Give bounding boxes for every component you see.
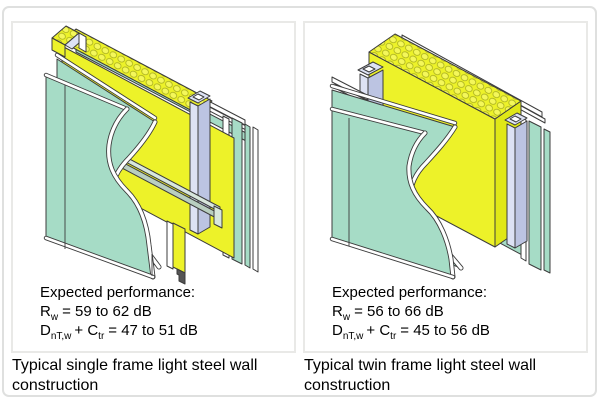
single-frame-wall-diagram xyxy=(43,25,259,285)
front-plasterboard-outer-layer xyxy=(43,72,156,280)
performance-block: Expected performance: Rw= 56 to 66 dB Dn… xyxy=(332,283,490,342)
base-track-detail xyxy=(176,268,186,285)
panel-single-frame: Expected performance: Rw= 59 to 62 dB Dn… xyxy=(11,21,296,353)
performance-block: Expected performance: Rw= 59 to 62 dB Dn… xyxy=(40,283,198,342)
head-track-detail xyxy=(51,25,87,58)
front-plasterboard-outer-layer xyxy=(329,106,456,280)
performance-title: Expected performance: xyxy=(40,284,196,301)
twin-frame-wall-diagram xyxy=(329,33,551,280)
steel-stud-right-frame xyxy=(504,112,528,249)
performance-rw-line: Rw= 59 to 62 dB xyxy=(40,303,152,323)
panel-twin-frame: Expected performance: Rw= 56 to 66 dB Dn… xyxy=(303,21,588,353)
performance-title: Expected performance: xyxy=(332,284,488,301)
caption-twin-frame: Typical twin frame light steel wall cons… xyxy=(304,357,537,394)
performance-dntw-line: DnT,w+ Ctr= 47 to 51 dB xyxy=(40,322,198,342)
caption-single-frame: Typical single frame light steel wall co… xyxy=(12,357,258,394)
performance-rw-line: Rw= 56 to 66 dB xyxy=(332,303,444,323)
performance-dntw-line: DnT,w+ Ctr= 45 to 56 dB xyxy=(332,322,490,342)
